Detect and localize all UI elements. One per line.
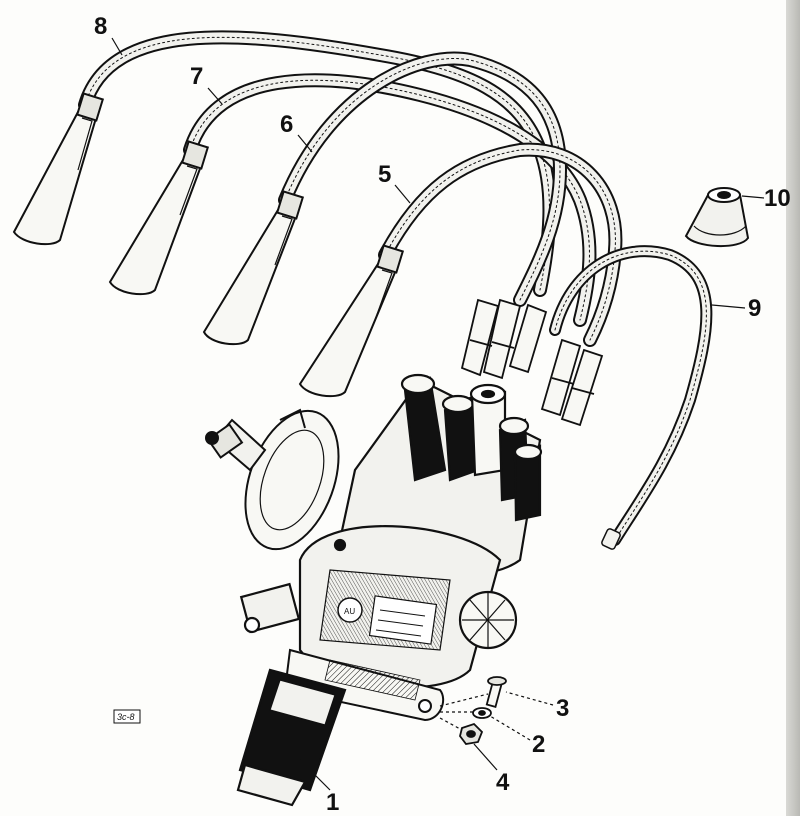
leader-7 xyxy=(207,87,223,105)
distributor-lead-terminals xyxy=(460,298,604,427)
leader-6 xyxy=(297,134,313,153)
distributor-body: AU xyxy=(239,525,518,689)
callout-1: 1 xyxy=(326,789,339,816)
leader-3 xyxy=(505,691,554,706)
callout-5: 5 xyxy=(378,161,391,188)
ignition-lead-6 xyxy=(278,51,568,307)
coil-lead-9 xyxy=(549,245,713,550)
ignition-lead-8 xyxy=(78,30,557,297)
figure-code-stamp: 3c-8 xyxy=(113,709,141,724)
plug-connector-7 xyxy=(108,140,210,296)
suppressor-cap-10 xyxy=(684,187,750,248)
plug-connector-6 xyxy=(202,190,305,346)
page-edge-shadow xyxy=(786,0,800,816)
figure-code-text: 3c-8 xyxy=(117,712,135,722)
leader-8 xyxy=(111,37,123,56)
callout-8: 8 xyxy=(94,13,107,40)
svg-text:AU: AU xyxy=(344,607,355,616)
washer-2 xyxy=(472,707,492,719)
ignition-lead-5 xyxy=(378,142,623,347)
callout-2: 2 xyxy=(532,731,545,758)
mounting-flange xyxy=(283,648,445,722)
leader-5 xyxy=(394,184,411,204)
distributor-shaft-housing xyxy=(236,668,347,807)
callout-4: 4 xyxy=(496,769,510,796)
leader-lines xyxy=(111,37,765,791)
nut-4 xyxy=(459,722,484,745)
callout-6: 6 xyxy=(280,111,293,138)
ignition-lead-7 xyxy=(183,73,597,327)
leader-2 xyxy=(489,715,531,741)
vacuum-advance-unit xyxy=(205,408,340,551)
screw-3 xyxy=(485,676,507,708)
plug-connector-8 xyxy=(12,92,105,246)
leader-9 xyxy=(711,304,746,309)
callout-10: 10 xyxy=(764,185,791,212)
leader-4 xyxy=(473,743,498,771)
callout-3: 3 xyxy=(556,695,569,722)
callout-7: 7 xyxy=(190,63,203,90)
leader-10 xyxy=(741,195,765,199)
plug-connector-5 xyxy=(298,244,405,398)
callout-9: 9 xyxy=(748,295,761,322)
leader-1 xyxy=(299,759,331,791)
